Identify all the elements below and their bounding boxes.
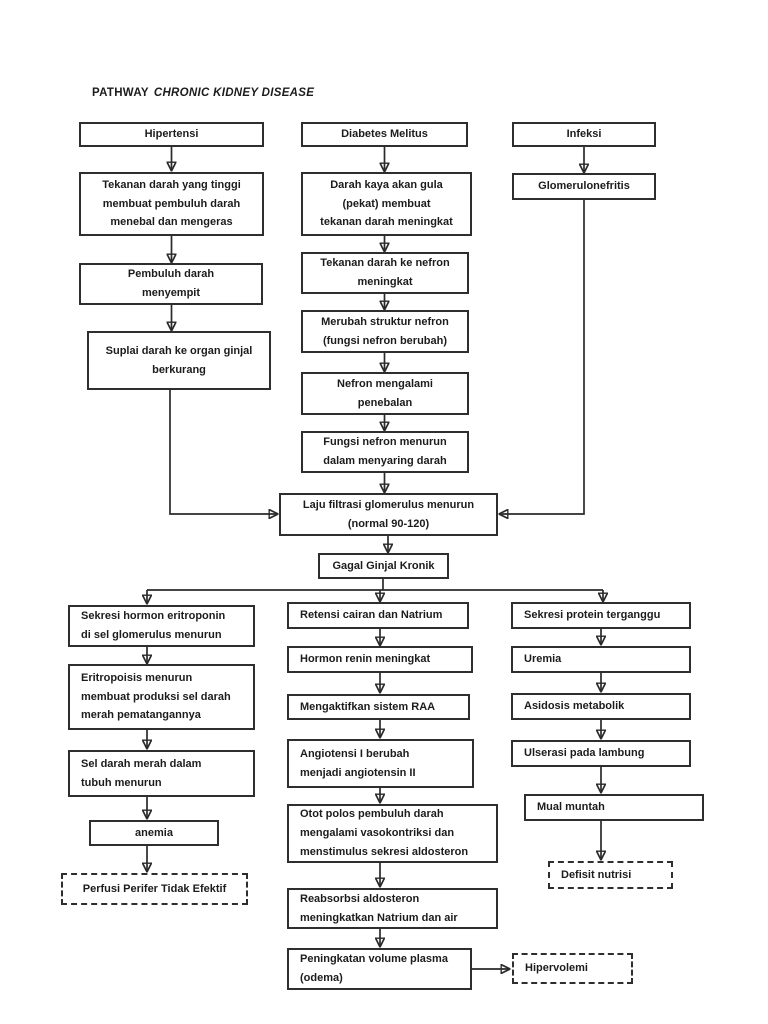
node-defisit-nutrisi: Defisit nutrisi: [548, 861, 673, 889]
title-emphasis: CHRONIC KIDNEY DISEASE: [153, 87, 315, 99]
node-glomerulonefritis: Glomerulonefritis: [512, 173, 656, 200]
node-gagal-ginjal-kronik: Gagal Ginjal Kronik: [318, 553, 449, 579]
node-suplai-darah-ginjal: Suplai darah ke organ ginjal berkurang: [87, 331, 271, 390]
node-sel-darah-merah-menurun: Sel darah merah dalam tubuh menurun: [68, 750, 255, 797]
node-sekresi-eritroponin: Sekresi hormon eritroponin di sel glomer…: [68, 605, 255, 647]
node-otot-polos-vasokontriksi: Otot polos pembuluh darah mengalami vaso…: [287, 804, 498, 863]
node-ulserasi-lambung: Ulserasi pada lambung: [511, 740, 691, 767]
node-infeksi: Infeksi: [512, 122, 656, 147]
arrow-suplai-to-laju-filtrasi: [169, 390, 276, 514]
node-pembuluh-menyempit: Pembuluh darah menyempit: [79, 263, 263, 305]
node-hipervolemi: Hipervolemi: [512, 953, 633, 984]
node-perfusi-perifer-tidak-efektif: Perfusi Perifer Tidak Efektif: [61, 873, 248, 905]
node-eritropoisis-menurun: Eritropoisis menurun membuat produksi se…: [68, 664, 255, 730]
node-asidosis-metabolik: Asidosis metabolik: [511, 693, 691, 720]
page-title: PATHWAY CHRONIC KIDNEY DISEASE: [92, 87, 314, 99]
node-darah-kaya-gula: Darah kaya akan gula (pekat) membuat tek…: [301, 172, 472, 236]
node-sekresi-protein-terganggu: Sekresi protein terganggu: [511, 602, 691, 629]
node-diabetes-melitus: Diabetes Melitus: [301, 122, 468, 147]
node-hipertensi: Hipertensi: [79, 122, 264, 147]
node-angiotensi: Angiotensi I berubah menjadi angiotensin…: [287, 739, 474, 788]
node-nefron-penebalan: Nefron mengalami penebalan: [301, 372, 469, 415]
arrow-glomerulonefritis-to-laju-filtrasi: [501, 200, 585, 514]
branch-line-gagal-ginjal: [147, 579, 603, 591]
node-merubah-struktur-nefron: Merubah struktur nefron (fungsi nefron b…: [301, 310, 469, 353]
node-laju-filtrasi-glomerulus: Laju filtrasi glomerulus menurun (normal…: [279, 493, 498, 536]
title-prefix: PATHWAY: [92, 87, 149, 99]
node-tekanan-darah-tinggi: Tekanan darah yang tinggi membuat pembul…: [79, 172, 264, 236]
node-anemia: anemia: [89, 820, 219, 846]
node-reabsorbsi-aldosteron: Reabsorbsi aldosteron meningkatkan Natri…: [287, 888, 498, 929]
node-sistem-raa: Mengaktifkan sistem RAA: [287, 694, 470, 720]
node-tekanan-nefron: Tekanan darah ke nefron meningkat: [301, 252, 469, 294]
node-retensi-cairan-natrium: Retensi cairan dan Natrium: [287, 602, 469, 629]
node-peningkatan-volume-plasma: Peningkatan volume plasma (odema): [287, 948, 472, 990]
node-hormon-renin: Hormon renin meningkat: [287, 646, 473, 673]
node-uremia: Uremia: [511, 646, 691, 673]
node-fungsi-nefron-menurun: Fungsi nefron menurun dalam menyaring da…: [301, 431, 469, 473]
node-mual-muntah: Mual muntah: [524, 794, 704, 821]
